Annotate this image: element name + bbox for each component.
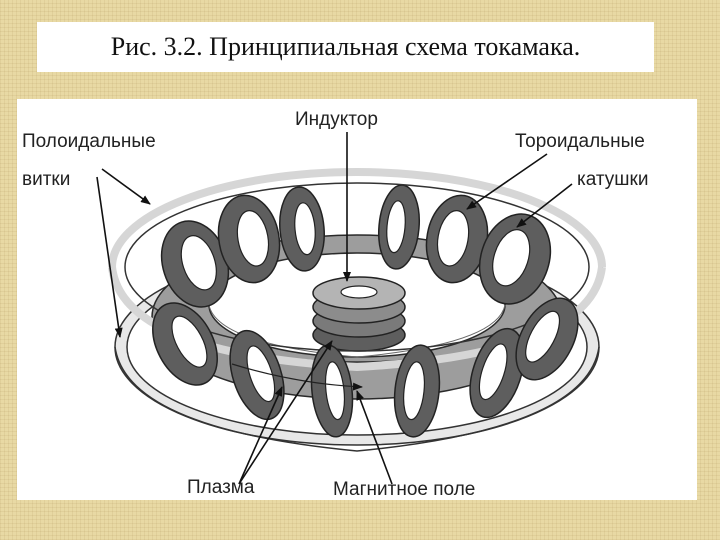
figure-caption: Рис. 3.2. Принципиальная схема токамака. — [110, 32, 581, 61]
front-toroidal-coils — [152, 297, 579, 438]
toroidal-coil — [377, 184, 421, 270]
toroidal-coils-label-line1: Тороидальные — [515, 131, 645, 152]
plasma-arrow-2 — [238, 340, 333, 485]
inductor-stack — [312, 276, 406, 352]
poloidal-coils-label-line2: витки — [22, 169, 71, 190]
toroidal-coil — [217, 194, 281, 284]
magnetic-field-arrow-leader — [356, 390, 393, 485]
magnetic-field-label: Магнитное поле — [333, 479, 476, 500]
toroidal-coil — [310, 344, 354, 438]
toroidal-arrow-1 — [466, 153, 548, 210]
toroidal-coils-label-line2: катушки — [577, 169, 649, 190]
poloidal-arrow-lower — [96, 176, 123, 338]
poloidal-arrow-upper — [101, 168, 151, 205]
magnetic-field-arrow — [231, 363, 363, 391]
toroidal-coil — [469, 327, 525, 419]
back-toroidal-coils — [160, 184, 552, 308]
toroidal-coil — [478, 213, 552, 305]
plasma-label: Плазма — [187, 477, 255, 498]
toroidal-coil — [152, 302, 218, 386]
toroidal-coil — [515, 297, 579, 381]
toroidal-coil — [393, 344, 441, 438]
toroidal-coil — [160, 220, 230, 308]
toroidal-coil — [425, 194, 489, 284]
tokamak-figure: Полоидальные витки Индуктор Тороидальные… — [17, 99, 697, 500]
toroidal-arrow-2 — [516, 183, 573, 228]
toroidal-coil — [229, 329, 285, 421]
plasma-arrow-1 — [238, 386, 283, 485]
tokamak-diagram — [96, 132, 606, 485]
poloidal-coils-label-line1: Полоидальные — [22, 131, 156, 152]
leader-arrows — [96, 132, 573, 485]
caption-box: Рис. 3.2. Принципиальная схема токамака. — [37, 22, 654, 72]
inductor-label: Индуктор — [295, 109, 378, 130]
toroidal-coil — [279, 186, 325, 272]
